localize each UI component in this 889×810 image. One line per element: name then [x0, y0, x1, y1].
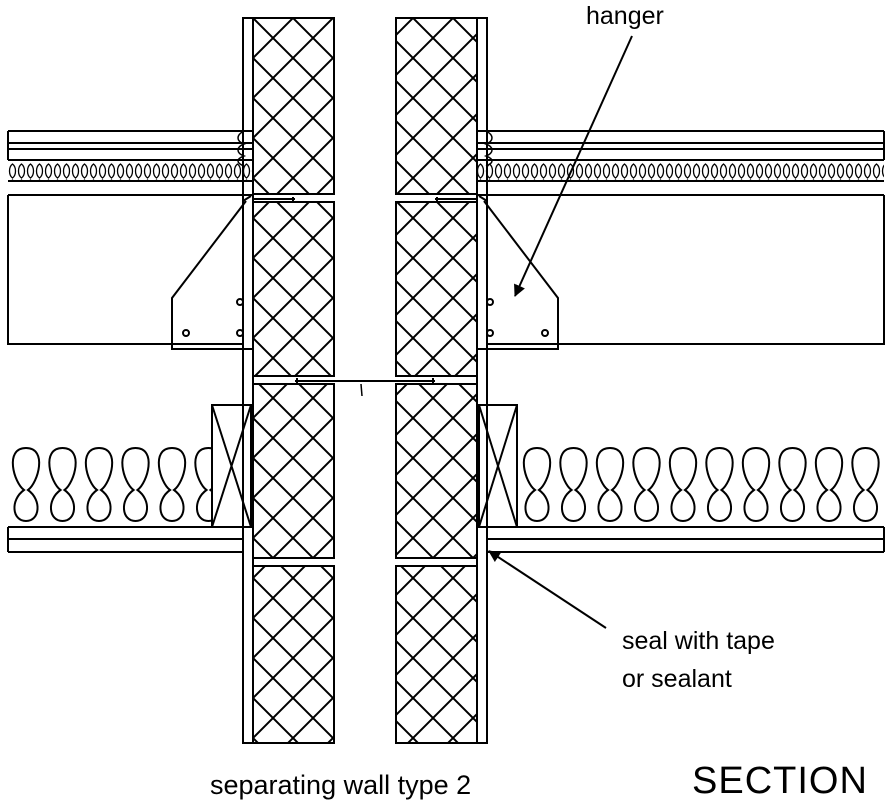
right-joist-hanger: [435, 195, 559, 350]
left-hanger-nail-1: [236, 298, 244, 306]
right-ceiling-boards: [479, 526, 885, 553]
left-leaf-panel-mid-lower: [252, 383, 335, 559]
left-leaf-joints: [253, 193, 334, 567]
wall-tie-drip: [360, 383, 363, 397]
left-ceiling-boards: [7, 526, 251, 553]
right-hanger-top-strap: [435, 197, 477, 201]
left-leaf-panel-lower: [252, 565, 335, 744]
hanger-label: hanger: [586, 2, 664, 30]
left-insulation-blanket: [8, 445, 212, 527]
drawing-caption: separating wall type 2: [210, 770, 472, 800]
right-hanger-nail-3: [541, 329, 549, 337]
floor-deck-right: [477, 130, 885, 196]
left-floor-resilient-layer: [8, 163, 253, 181]
ceiling-right: [478, 404, 885, 553]
right-hanger-plate: [477, 195, 559, 350]
hanger-leader-arrow: [514, 35, 633, 297]
right-leaf-panel-mid-upper: [395, 201, 478, 377]
right-leaf-joints: [396, 193, 477, 567]
left-hanger-nail-3: [182, 329, 190, 337]
right-leaf-panel-lower: [395, 565, 478, 744]
left-leaf-panel-upper: [252, 17, 335, 195]
right-floor-base-lines: [477, 180, 884, 196]
right-hanger-nail-2: [486, 329, 494, 337]
floor-deck-left: [7, 130, 253, 196]
left-leaf-panel-mid-upper: [252, 201, 335, 377]
left-hanger-plate: [171, 195, 253, 350]
left-floor-boards: [7, 130, 253, 161]
left-wall-leaf: [242, 17, 335, 744]
left-joist-hanger: [171, 195, 295, 350]
seal-label-line-2: or sealant: [622, 665, 732, 693]
right-floor-resilient-layer: [477, 163, 884, 181]
right-leaf-panel-upper: [395, 17, 478, 195]
seal-label-line-1: seal with tape: [622, 627, 775, 655]
left-floor-base-lines: [8, 180, 253, 196]
right-leaf-panel-mid-lower: [395, 383, 478, 559]
ceiling-left: [7, 404, 252, 553]
left-ceiling-batten: [211, 404, 252, 528]
section-title: SECTION: [692, 760, 868, 802]
wall-tie-bar: [295, 378, 435, 384]
seal-label: seal with tape or sealant: [622, 622, 775, 698]
right-floor-boards: [477, 130, 885, 161]
right-wall-leaf: [395, 17, 488, 744]
right-insulation-blanket: [517, 445, 884, 527]
left-leaf-board-face: [242, 17, 254, 744]
left-hanger-nail-2: [236, 329, 244, 337]
wall-tie: [295, 378, 435, 397]
right-ceiling-batten: [478, 404, 518, 528]
right-hanger-nail-1: [486, 298, 494, 306]
left-edge-seal-strip: [237, 130, 247, 167]
right-joist: [487, 195, 885, 345]
right-leaf-board-face: [476, 17, 488, 744]
joists: [7, 195, 885, 345]
left-hanger-top-strap: [253, 197, 295, 201]
seal-leader-arrow: [488, 550, 607, 629]
left-joist: [7, 195, 243, 345]
right-edge-seal-strip: [483, 130, 493, 167]
